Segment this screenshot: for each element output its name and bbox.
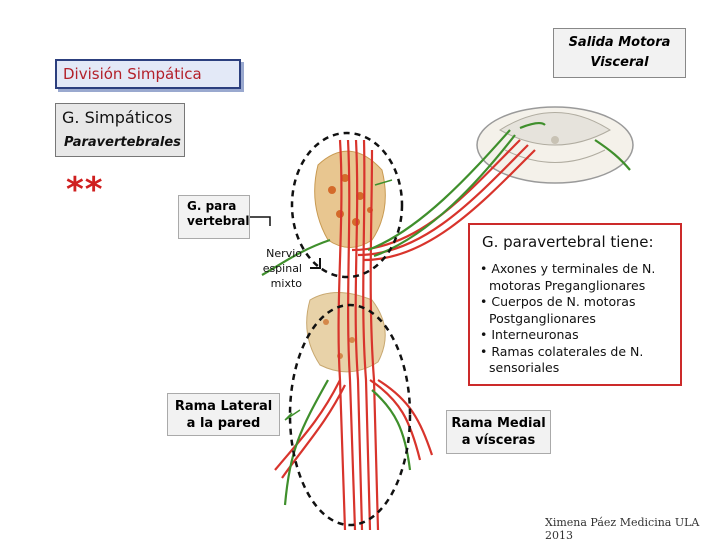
dashed-outline-upper (290, 131, 404, 279)
para-vertebral-label: G. para vertebral (178, 195, 250, 239)
nervio-pointer-line (310, 258, 321, 269)
para-vertebral-line1: G. para (187, 199, 237, 213)
paravertebral-info-box: G. paravertebral tiene: • Axones y termi… (468, 223, 682, 386)
paravertebral-info-list: • Axones y terminales de N. motoras Preg… (480, 261, 670, 377)
rama-lateral-label: Rama Lateral a la pared (167, 393, 280, 436)
section-title: División Simpática (55, 59, 241, 89)
ganglia-label-line1: G. Simpáticos (62, 108, 173, 127)
rama-medial-line2: a vísceras (461, 433, 536, 448)
spinal-cord-section (476, 106, 634, 184)
rama-medial-line1: Rama Medial (451, 416, 546, 431)
ganglion-lower (306, 292, 386, 373)
green-nerve-fibers (261, 121, 631, 506)
nervio-line2: espinal (262, 262, 302, 275)
list-item: • Axones y terminales de N. motoras Preg… (480, 261, 656, 293)
nervio-line3: mixto (270, 277, 302, 290)
salida-line2: Visceral (590, 55, 649, 70)
marker-asterisks: ** (66, 170, 104, 210)
credit-text: Ximena Páez Medicina ULA 2013 (545, 516, 700, 542)
dashed-outline-lower (288, 303, 412, 527)
red-nerve-bundle (274, 139, 536, 531)
paravertebral-info-heading: G. paravertebral tiene: (482, 233, 654, 251)
arrow-icon (284, 409, 301, 421)
list-item: • Ramas colaterales de N. sensoriales (480, 343, 644, 376)
arrow-icon (374, 179, 393, 186)
salida-line1: Salida Motora (568, 35, 671, 50)
salida-motora-label: Salida Motora Visceral (553, 28, 686, 78)
para-pointer-line (250, 216, 271, 226)
rama-lateral-line1: Rama Lateral (174, 399, 273, 414)
rama-lateral-line2: a la pared (186, 416, 261, 431)
nervio-espinal-label: Nervio espinal mixto (246, 246, 302, 291)
rama-medial-label: Rama Medial a vísceras (446, 410, 551, 454)
ganglia-label-line2: Paravertebrales (64, 135, 181, 150)
nervio-line1: Nervio (266, 247, 302, 260)
section-title-text: División Simpática (63, 65, 202, 83)
ganglia-label-box: G. Simpáticos Paravertebrales (55, 103, 185, 157)
list-item: • Interneuronas (480, 327, 579, 342)
para-vertebral-line2: vertebral (187, 214, 250, 228)
list-item: • Cuerpos de N. motoras Postganglionares (480, 294, 636, 326)
